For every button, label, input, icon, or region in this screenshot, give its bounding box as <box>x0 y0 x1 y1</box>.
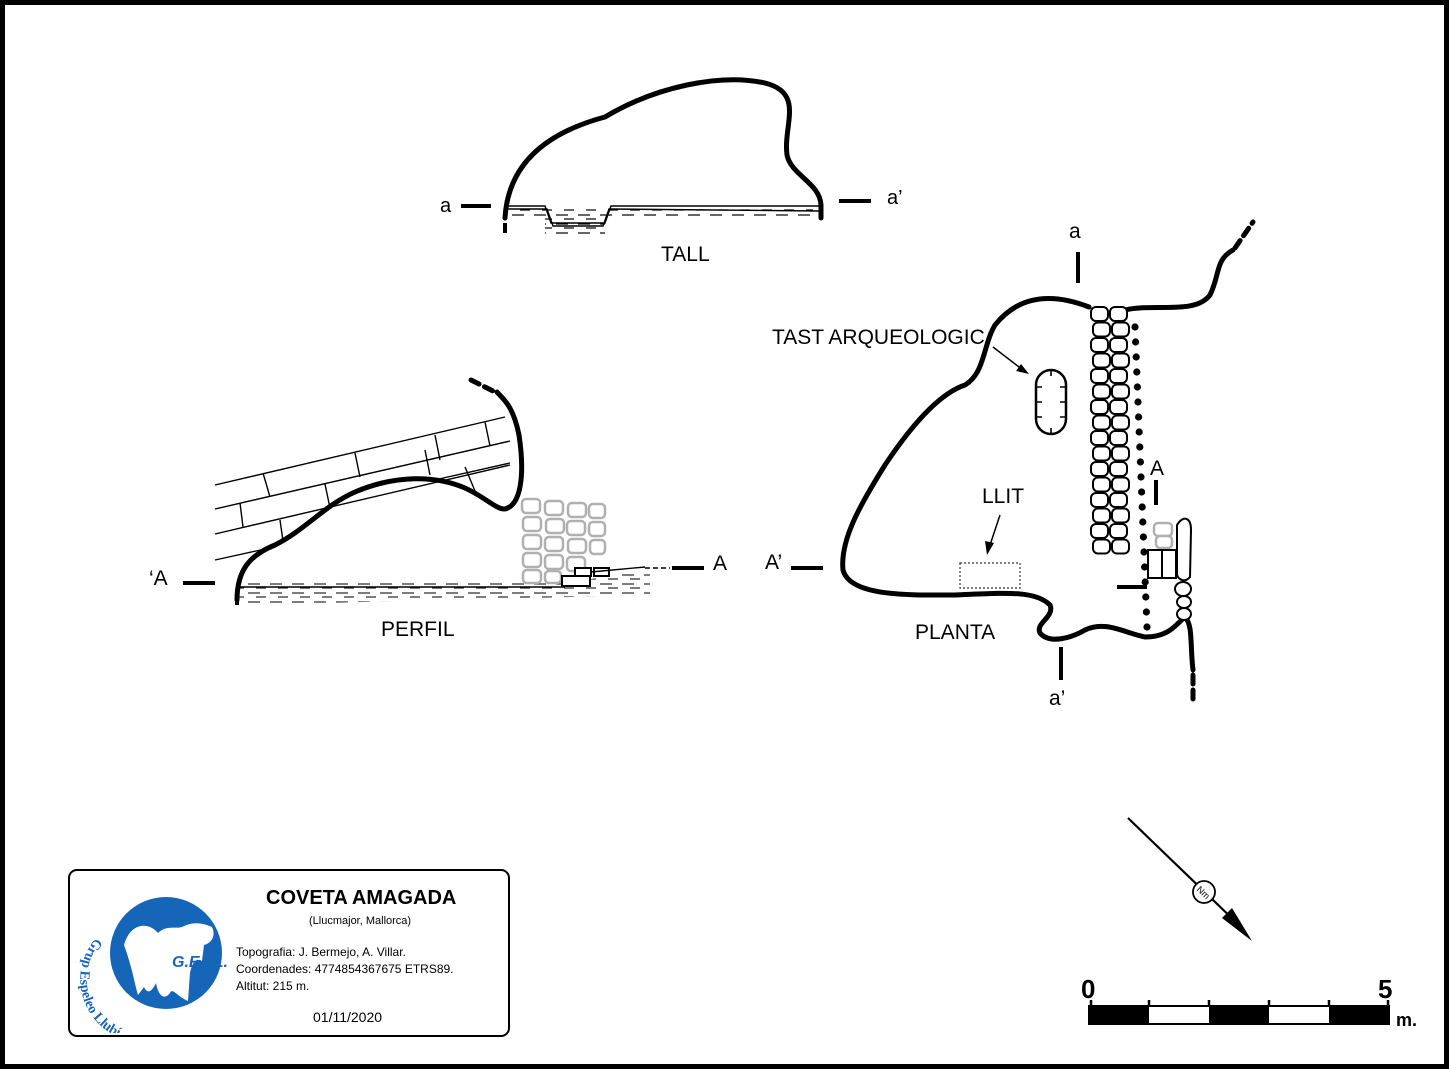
perfil-step-block-2 <box>574 567 592 577</box>
planta-outline <box>840 296 1188 642</box>
planta-section: a a’ A’ A TAST ARQUEOLOGIC LLIT PLANTA <box>765 219 1256 710</box>
excavation-label: TAST ARQUEOLOGIC <box>772 326 985 349</box>
scale-bar: 0 5 m. <box>1081 974 1417 1030</box>
planta-outline-east-dash <box>1232 219 1256 251</box>
planta-mark-bottom: a’ <box>1049 687 1065 710</box>
logo-cave-silhouette <box>124 923 214 1001</box>
planta-stone-wall <box>1090 306 1130 555</box>
north-arrowhead <box>1222 908 1252 941</box>
scale-unit-label: m. <box>1396 1010 1417 1030</box>
north-arrow-shaft <box>1127 817 1242 928</box>
perfil-view-title: PERFIL <box>381 618 455 641</box>
perfil-mark-right: A <box>713 552 727 575</box>
planta-entrance-blocks <box>1147 517 1193 621</box>
tall-mark-left: a <box>440 195 452 217</box>
surveyors: Topografia: J. Bermejo, A. Villar. <box>236 945 406 959</box>
tall-floor-line <box>507 205 819 224</box>
perfil-outline <box>234 389 525 603</box>
cave-name: COVETA AMAGADA <box>266 887 457 909</box>
north-arrow-circle <box>1192 880 1216 904</box>
tall-outline <box>502 77 824 221</box>
cave-survey-drawing: a a’ TALL <box>149 77 1417 1030</box>
tall-mark-right: a’ <box>887 187 903 209</box>
altitude: Altitut: 215 m. <box>236 979 310 993</box>
tall-floor-line2 <box>507 208 820 227</box>
scale-bar-segment <box>1329 1006 1389 1024</box>
planta-mark-top: a <box>1069 220 1081 243</box>
club-logo: G.E.LL. Grup Espeleo Llubí <box>78 897 228 1033</box>
cave-location: (Llucmajor, Mallorca) <box>309 915 412 927</box>
scale-bar-ticks <box>1089 1000 1390 1006</box>
planta-mark-left: A’ <box>765 551 782 574</box>
perfil-step-block-1 <box>561 575 591 587</box>
scale-end-label: 5 <box>1378 974 1392 1004</box>
excavation-arrow <box>992 346 1024 371</box>
tall-floor-fill <box>505 207 813 218</box>
perfil-roof-dash <box>468 377 498 395</box>
bed-arrowhead <box>985 541 994 555</box>
perfil-rock-strata <box>214 416 511 561</box>
title-block: G.E.LL. Grup Espeleo Llubí COVETA AMAGAD… <box>68 869 510 1037</box>
perfil-stone-wall <box>520 497 607 585</box>
scale-start-label: 0 <box>1081 974 1095 1004</box>
perfil-mark-left: ‘A <box>149 567 168 590</box>
perfil-floor-right <box>590 566 646 573</box>
excavation-arrowhead <box>1016 364 1029 374</box>
planta-mark-right: A <box>1150 457 1164 480</box>
perfil-section: ‘A A PERFIL <box>149 377 727 641</box>
scale-bar-segment <box>1089 1006 1149 1024</box>
survey-date: 01/11/2020 <box>313 1009 383 1025</box>
planta-outline-south <box>1182 614 1196 673</box>
bed-arrow <box>989 514 1001 546</box>
planta-view-title: PLANTA <box>915 621 995 644</box>
planta-outline-east <box>1122 247 1236 313</box>
tall-view-title: TALL <box>661 243 710 266</box>
bed-area <box>959 562 1021 589</box>
excavation-pit <box>1034 368 1068 436</box>
planta-dotted-line <box>1131 323 1151 631</box>
north-arrow: Nm <box>1127 817 1252 941</box>
tall-section: a a’ TALL <box>440 77 903 266</box>
scale-bar-segment <box>1209 1006 1269 1024</box>
bed-label: LLIT <box>982 485 1024 508</box>
logo-text: G.E.LL. <box>172 954 228 971</box>
coordinates: Coordenades: 4774854367675 ETRS89. <box>236 962 454 976</box>
